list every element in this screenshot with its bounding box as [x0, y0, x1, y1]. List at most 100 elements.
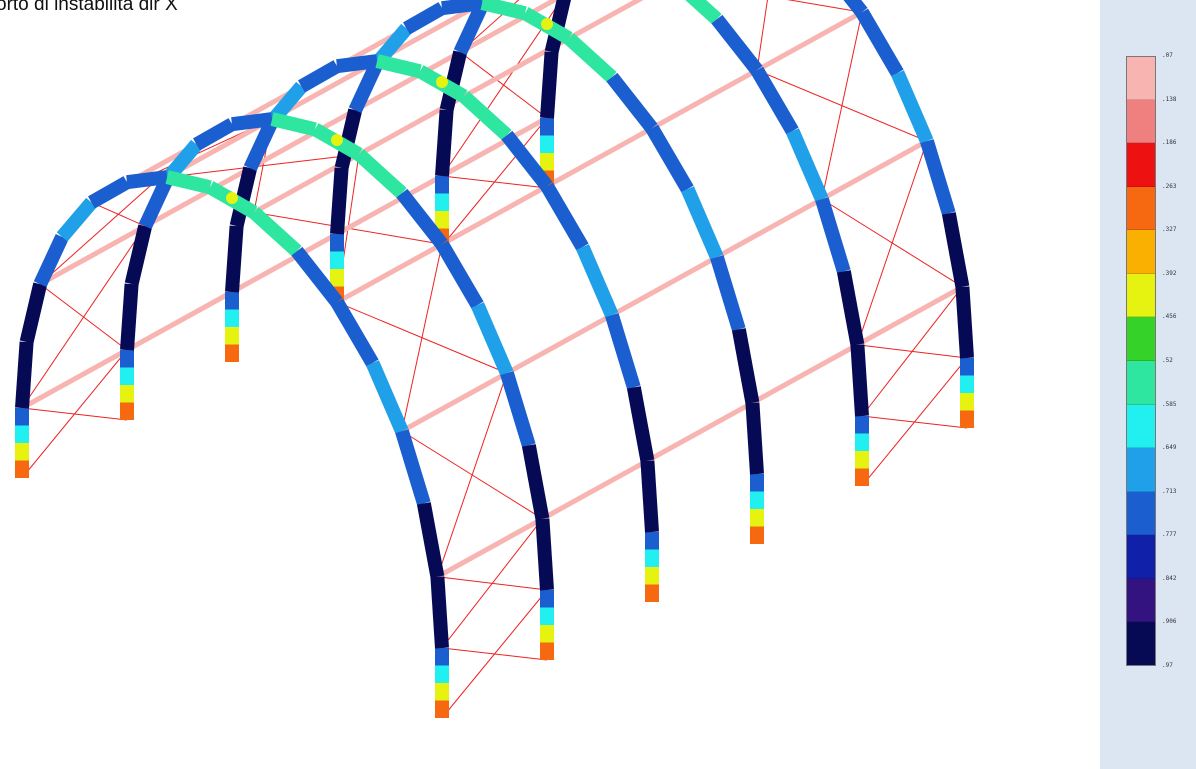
purlin-beam: [436, 516, 544, 579]
arch-segment: [243, 117, 279, 172]
arch-segment: [395, 429, 431, 506]
legend-tick-label: .327: [1162, 226, 1177, 234]
arch-segment: [711, 14, 763, 75]
bracing-member: [21, 407, 128, 421]
arch-segment: [815, 197, 851, 274]
legend-swatch: [1126, 99, 1156, 144]
legend-swatch: [1126, 273, 1156, 318]
arch-segment: [19, 282, 47, 344]
purlin-beam: [440, 184, 549, 247]
legend-swatch: [1126, 404, 1156, 449]
purlin-beam: [646, 400, 754, 463]
arch-segment: [471, 302, 514, 376]
bracing-member: [39, 283, 128, 351]
arch-segment: [626, 386, 655, 463]
arch-segment: [336, 54, 378, 74]
arch-segment: [375, 54, 422, 79]
crown-joint: [541, 18, 553, 30]
legend-tick-label: .392: [1162, 269, 1177, 277]
arch-segment: [416, 502, 445, 579]
arch-segment: [731, 328, 760, 405]
purlin-beam: [856, 284, 964, 347]
arch-segment: [225, 225, 244, 293]
crown-joint: [436, 76, 448, 88]
bracing-member: [401, 244, 443, 432]
purlin-beam: [610, 254, 719, 318]
legend-swatch: [1126, 491, 1156, 536]
purlin-beam: [545, 126, 654, 189]
purlin-beam: [541, 458, 649, 521]
purlin-beam: [143, 165, 252, 229]
page-title: orto di instabilità dir X: [0, 0, 178, 15]
arch-segment: [955, 286, 974, 359]
purlin-beam: [650, 68, 759, 131]
arch-segment: [354, 149, 407, 199]
arch-segment: [681, 186, 724, 260]
legend-tick-label: .52: [1162, 357, 1173, 364]
arch-segment: [535, 518, 554, 591]
arch-segment: [459, 91, 512, 141]
legend-tick-label: .713: [1162, 487, 1177, 495]
structure-viewport[interactable]: [0, 0, 1100, 769]
bracing-member: [441, 518, 543, 649]
arch-segment: [334, 108, 362, 170]
arch-segment: [786, 128, 829, 202]
purlin-beam: [38, 223, 147, 287]
arch-segment: [606, 72, 658, 133]
purlin-beam: [715, 196, 824, 260]
arch-segment: [850, 344, 869, 417]
arch-segment: [435, 109, 454, 177]
purlin-layer: [20, 0, 964, 579]
arch-segment: [348, 59, 384, 114]
legend-tick-label: .649: [1162, 444, 1177, 452]
purlin-beam: [20, 347, 129, 411]
crown-joint: [331, 134, 343, 146]
arch-segment: [521, 444, 550, 521]
legend-swatch: [1126, 578, 1156, 623]
purlin-beam: [751, 342, 859, 405]
arch-segment: [124, 224, 152, 286]
arch-segment: [88, 176, 131, 209]
purlin-beam: [248, 107, 357, 171]
bracing-member: [441, 175, 548, 189]
legend-tick-label: .842: [1162, 574, 1177, 582]
arch-segment: [540, 182, 589, 251]
purlin-beam: [567, 0, 644, 41]
arch-segment: [480, 0, 527, 21]
arch-segment: [330, 298, 379, 367]
arch-segment: [750, 66, 799, 135]
arch-segment: [291, 246, 343, 307]
purlin-beam: [353, 49, 462, 113]
legend-frame: [1126, 56, 1156, 666]
arch-layer: [15, 0, 974, 718]
legend-swatch: [1126, 230, 1156, 274]
legend-tick-label: .186: [1162, 139, 1177, 147]
purlin-beam: [458, 0, 560, 55]
arch-segment: [165, 170, 212, 195]
arch-segment: [544, 0, 571, 54]
arch-segment: [941, 212, 970, 289]
arch-segment: [403, 2, 446, 35]
arch-segment: [645, 124, 694, 193]
arch-segment: [430, 576, 449, 649]
legend-swatch: [1126, 143, 1156, 187]
arch-segment: [396, 188, 448, 249]
purlin-beam: [505, 312, 614, 376]
arch-segment: [540, 51, 559, 119]
legend-swatch: [1126, 622, 1156, 666]
purlin-beam: [335, 242, 444, 305]
arch-segment: [15, 341, 34, 409]
arch-segment: [836, 270, 865, 347]
arch-segment: [330, 167, 349, 235]
purlin-beam: [820, 138, 929, 202]
legend-tick-label: .07: [1162, 52, 1173, 59]
arch-segment: [138, 175, 174, 230]
arch-segment: [500, 371, 536, 448]
legend-tick-label: .138: [1162, 95, 1177, 103]
legend-swatch: [1126, 186, 1156, 231]
legend-tick-label: .456: [1162, 313, 1177, 321]
arch-segment: [231, 112, 273, 132]
arch-segment: [33, 233, 69, 288]
arch-segment: [56, 197, 97, 242]
bracing-member: [786, 0, 863, 13]
